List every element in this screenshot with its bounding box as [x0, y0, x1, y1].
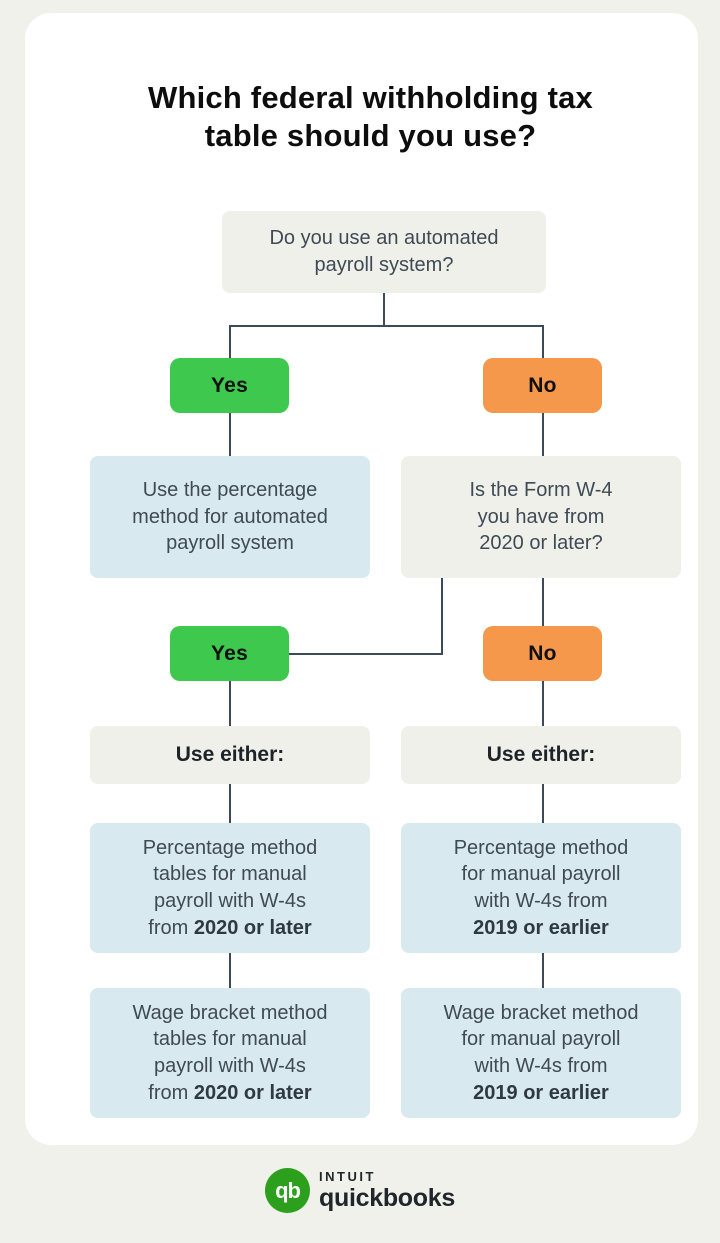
connector-q2-elbow-down — [441, 578, 443, 655]
connector-q2-to-no2 — [542, 578, 544, 626]
result-text-bold: 2019 or earlier — [473, 916, 609, 939]
result-text-bold: 2020 or later — [193, 916, 312, 939]
use-either-left: Use either: — [90, 726, 370, 784]
no-badge-2-label: No — [528, 641, 557, 665]
brand-text: INTUIT quickbooks — [319, 1169, 455, 1212]
result-wage-bracket-2020: Wage bracket method tables for manual pa… — [90, 988, 370, 1118]
yes-badge-2: Yes — [170, 626, 289, 681]
result-percentage-manual-2020: Percentage method tables for manual payr… — [90, 823, 370, 953]
connector-to-yes1 — [229, 325, 231, 359]
intuit-quickbooks-logo: qb INTUIT quickbooks — [0, 1168, 720, 1213]
quickbooks-icon: qb — [265, 1168, 311, 1213]
result-text-bold: 2020 or later — [193, 1081, 312, 1104]
result-percentage-automated-text: Use the percentage method for automated … — [132, 479, 328, 555]
yes-badge-2-label: Yes — [210, 641, 249, 665]
result-wage-bracket-2019-text: Wage bracket method for manual payroll w… — [444, 1000, 639, 1106]
yes-badge-1-label: Yes — [210, 373, 249, 397]
result-percentage-manual-2020-text: Percentage method tables for manual payr… — [143, 835, 318, 941]
result-percentage-manual-2019: Percentage method for manual payroll wit… — [401, 823, 681, 953]
use-either-right: Use either: — [401, 726, 681, 784]
use-either-left-text: Use either: — [175, 743, 285, 767]
result-percentage-manual-2019-text: Percentage method for manual payroll wit… — [454, 835, 629, 941]
result-wage-bracket-2020-text: Wage bracket method tables for manual pa… — [133, 1000, 328, 1106]
connector-pct-right-down — [542, 953, 544, 988]
connector-use-either-left-down — [229, 784, 231, 824]
result-wage-bracket-2019: Wage bracket method for manual payroll w… — [401, 988, 681, 1118]
question-automated-payroll: Do you use an automated payroll system? — [222, 211, 546, 293]
result-text-regular: Percentage method for manual payroll wit… — [453, 836, 629, 912]
result-text-regular: Wage bracket method for manual payroll w… — [443, 1001, 639, 1077]
yes-badge-1: Yes — [170, 358, 289, 413]
result-text-regular: Percentage method tables for manual payr… — [142, 836, 318, 939]
question-automated-payroll-text: Do you use an automated payroll system? — [269, 227, 499, 276]
connector-q2-elbow-to-yes2 — [289, 653, 443, 655]
no-badge-1-label: No — [528, 373, 557, 397]
result-percentage-automated: Use the percentage method for automated … — [90, 456, 370, 578]
question-form-w4: Is the Form W-4 you have from 2020 or la… — [401, 456, 681, 578]
connector-yes1-to-result — [229, 413, 231, 456]
connector-use-either-right-down — [542, 784, 544, 824]
connector-no1-to-q2 — [542, 413, 544, 456]
use-either-right-text: Use either: — [486, 743, 596, 767]
question-form-w4-text: Is the Form W-4 you have from 2020 or la… — [469, 479, 613, 555]
page-title: Which federal withholding tax table shou… — [148, 80, 593, 153]
result-text-bold: 2019 or earlier — [473, 1081, 609, 1104]
infographic-card: Which federal withholding tax table shou… — [25, 13, 698, 1145]
result-text-regular: Wage bracket method tables for manual pa… — [132, 1001, 328, 1104]
quickbooks-icon-letters: qb — [275, 1177, 301, 1203]
connector-q1-split — [229, 325, 544, 327]
connector-to-no1 — [542, 325, 544, 359]
no-badge-1: No — [483, 358, 602, 413]
quickbooks-wordmark: quickbooks — [319, 1183, 455, 1212]
connector-yes2-down — [229, 681, 231, 726]
connector-no2-down — [542, 681, 544, 726]
no-badge-2: No — [483, 626, 602, 681]
connector-q1-down — [383, 293, 385, 326]
connector-pct-left-down — [229, 953, 231, 988]
intuit-wordmark: INTUIT — [319, 1169, 376, 1185]
